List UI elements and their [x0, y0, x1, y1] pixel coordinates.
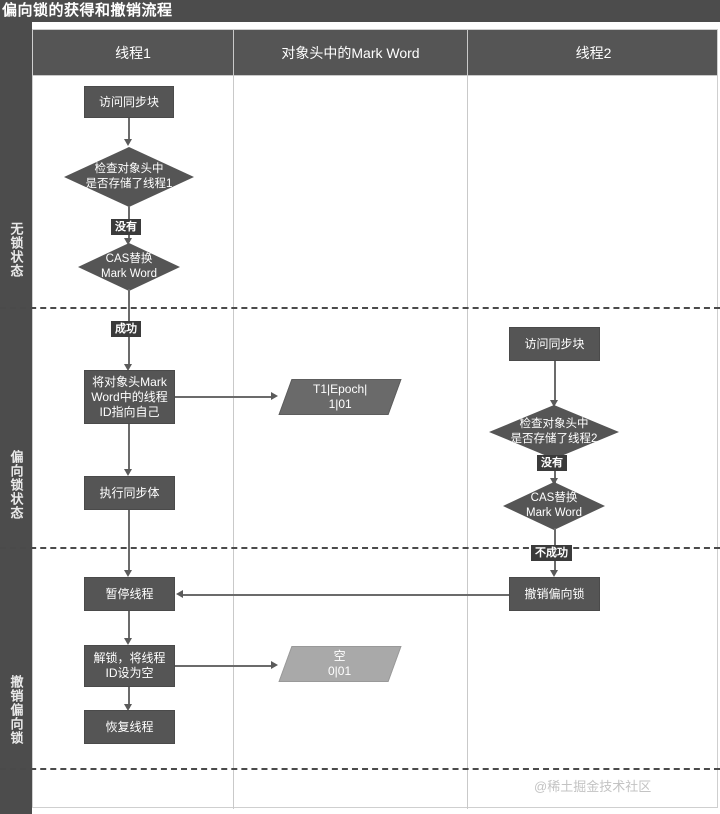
node-t2-cas-line2: Mark Word — [525, 507, 583, 519]
node-t1-access-sync-block: 访问同步块 — [84, 86, 174, 118]
node-markword-empty: 空 0|01 — [278, 646, 402, 682]
arrow-t1-setid-to-exec — [124, 469, 132, 476]
node-t1-cas-line2: Mark Word — [100, 268, 158, 280]
connector-t1-unlock-to-markword — [175, 665, 273, 667]
lane-header-thread2: 线程2 — [575, 44, 612, 61]
edge-label-t1-success: 成功 — [111, 321, 141, 337]
node-t1-set-thread-id-line1: 将对象头Mark — [92, 374, 167, 389]
node-t1-set-thread-id-line2: Word中的线程 — [91, 389, 168, 404]
lane-divider-2 — [467, 30, 468, 809]
connector-t1-pause-to-unlock — [128, 611, 130, 641]
arrow-t1-exec-to-pause — [124, 570, 132, 577]
connector-t2-access-to-check — [554, 361, 556, 403]
arrow-t1-pause-to-unlock — [124, 638, 132, 645]
connector-t1-access-to-check — [128, 118, 130, 141]
node-markword-biased: T1|Epoch| 1|01 — [278, 379, 402, 415]
node-t1-resume-thread: 恢复线程 — [84, 710, 175, 744]
edge-label-t2-none: 没有 — [537, 455, 567, 471]
node-t1-check-owner-line2: 是否存储了线程1 — [85, 178, 173, 190]
divider-revoke-end — [0, 768, 720, 770]
divider-unlocked-biased — [0, 307, 720, 309]
arrow-t1-cas-to-setid — [124, 364, 132, 371]
connector-t1-setid-to-exec — [128, 424, 130, 472]
divider-biased-revoke — [0, 547, 720, 549]
markword-biased-line1: T1|Epoch| — [312, 382, 368, 396]
lane-header-markword: 对象头中的Mark Word — [281, 44, 420, 61]
connector-t2-check-to-cas — [554, 458, 556, 484]
arrow-t2-cas-to-revoke — [550, 570, 558, 577]
diagram-title: 偏向锁的获得和撤销流程 — [0, 0, 720, 22]
lane-divider-1 — [233, 30, 234, 809]
arrow-t1-unlock-to-markword — [271, 661, 278, 669]
arrow-t1-check-to-cas — [124, 238, 132, 245]
node-t2-check-owner-line2: 是否存储了线程2 — [510, 433, 598, 445]
node-t2-access-sync-block: 访问同步块 — [509, 327, 600, 361]
lane-header-thread1: 线程1 — [115, 44, 151, 61]
node-t1-unlock-line1: 解锁，将线程 — [93, 651, 166, 665]
state-label-revoke: 撤销偏向锁 — [8, 675, 24, 745]
node-t1-unlock-line2: ID设为空 — [105, 666, 154, 680]
connector-t2-revoke-to-t1-pause — [182, 594, 509, 596]
state-band — [0, 22, 32, 814]
markword-empty-line1: 空 — [333, 649, 346, 663]
lane-header-separator — [33, 75, 717, 76]
arrow-t1-setid-to-markword — [271, 392, 278, 400]
lane-header-row — [33, 30, 717, 75]
node-t1-unlock-clear-id: 解锁，将线程 ID设为空 — [84, 645, 175, 687]
markword-empty-line2: 0|01 — [328, 664, 352, 678]
node-t2-check-owner-line1: 检查对象头中 — [519, 418, 589, 430]
node-t2-revoke-biased-lock: 撤销偏向锁 — [509, 577, 600, 611]
arrow-t1-unlock-to-resume — [124, 704, 132, 711]
node-t1-cas-line1: CAS替换 — [105, 253, 153, 265]
node-t2-cas-line1: CAS替换 — [530, 492, 578, 504]
edge-label-t2-fail: 不成功 — [531, 545, 572, 561]
node-t1-set-thread-id: 将对象头Mark Word中的线程 ID指向自己 — [84, 370, 175, 424]
node-t1-check-owner-line1: 检查对象头中 — [94, 163, 164, 175]
state-label-biased: 偏向锁状态 — [8, 450, 24, 520]
arrow-t2-revoke-to-t1-pause — [176, 590, 183, 598]
edge-label-t1-none: 没有 — [111, 219, 141, 235]
arrow-t2-access-to-check — [550, 400, 558, 407]
node-t1-set-thread-id-line3: ID指向自己 — [99, 404, 160, 419]
arrow-t1-access-to-check — [124, 139, 132, 146]
connector-t1-setid-to-markword — [175, 396, 273, 398]
state-label-unlocked: 无锁状态 — [8, 222, 24, 278]
connector-t1-unlock-to-resume — [128, 687, 130, 708]
connector-t1-exec-to-pause — [128, 510, 130, 573]
watermark: @稀土掘金技术社区 — [534, 779, 652, 794]
arrow-t2-check-to-cas — [550, 478, 558, 485]
node-t1-pause-thread: 暂停线程 — [84, 577, 175, 611]
node-t1-execute-sync-body: 执行同步体 — [84, 476, 175, 510]
markword-biased-line2: 1|01 — [328, 397, 352, 411]
